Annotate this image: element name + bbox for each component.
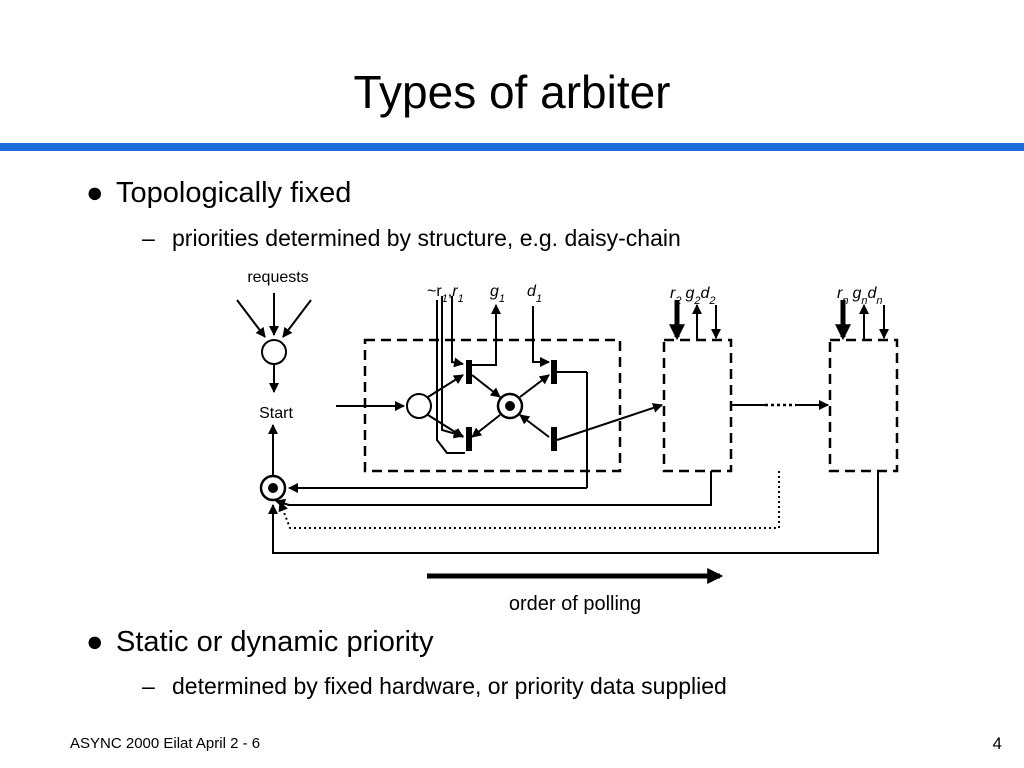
transition-t4 [551, 427, 557, 451]
stage1-input-place [406, 393, 432, 419]
bullet-2: ● Static or dynamic priority [86, 625, 434, 659]
stagen-return-arc [268, 471, 879, 554]
sub-bullet-2: –determined by fixed hardware, or priori… [142, 672, 727, 700]
sub-bullet-2-text: determined by fixed hardware, or priorit… [172, 673, 727, 699]
stage2-signals [669, 300, 721, 341]
stage1-d-label: d1 [527, 283, 542, 305]
title-rule [0, 143, 1024, 151]
dotted-return-arc [278, 471, 780, 529]
stagen-signals [835, 300, 889, 341]
start-label: Start [259, 405, 293, 422]
stage1-signal-labels: ~r1,r1 [427, 283, 464, 305]
requests-label: requests [247, 269, 308, 286]
stage1-arcs [288, 296, 663, 493]
bullet-1-text: Topologically fixed [116, 177, 352, 209]
bullet-2-text: Static or dynamic priority [116, 626, 434, 658]
stage1-transitions [466, 360, 557, 451]
stagen-box [828, 338, 899, 473]
slide-title: Types of arbiter [353, 66, 671, 118]
transition-t3 [551, 360, 557, 384]
dash-icon: – [142, 673, 155, 699]
sub-bullet-1: –priorities determined by structure, e.g… [142, 224, 681, 252]
transition-t1 [466, 360, 472, 384]
request-arcs [236, 293, 312, 338]
bullet-1: ● Topologically fixed [86, 176, 351, 210]
start-token [268, 483, 278, 493]
sub-bullet-1-text: priorities determined by structure, e.g.… [172, 225, 681, 251]
request-place [261, 339, 287, 365]
polling-label: order of polling [509, 593, 641, 615]
transition-t2 [466, 427, 472, 451]
page-number: 4 [992, 734, 1002, 753]
stage1-g-label: g1 [490, 283, 505, 305]
footer-text: ASYNC 2000 Eilat April 2 - 6 [70, 735, 261, 752]
dash-icon: – [142, 225, 155, 251]
bullet-dot-icon: ● [86, 626, 104, 658]
stage1-mutex-token [505, 401, 515, 411]
bullet-dot-icon: ● [86, 177, 104, 209]
stage2-box [662, 338, 733, 473]
